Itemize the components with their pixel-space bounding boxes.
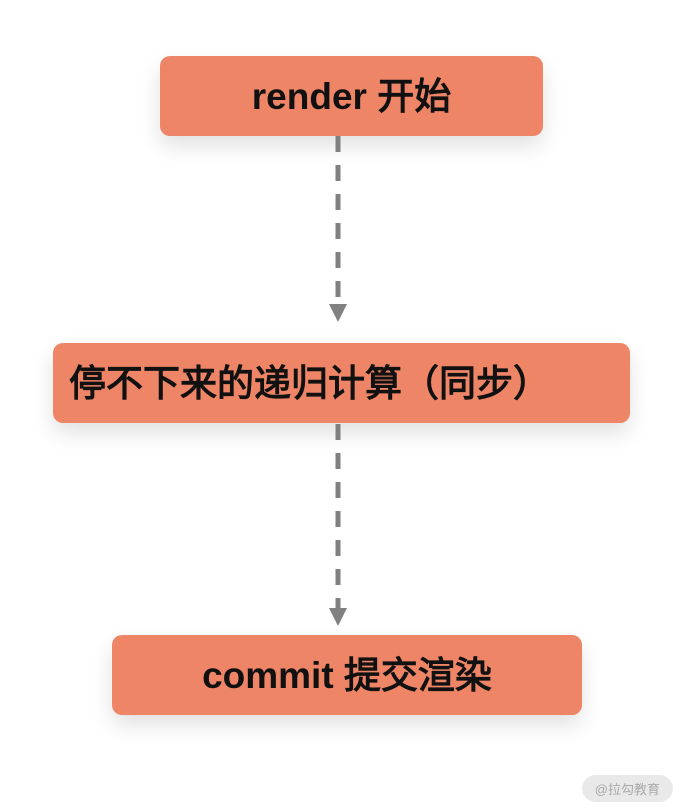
- step-label-render-start: render 开始: [251, 75, 452, 117]
- dashed-arrow-2-head: [329, 608, 347, 626]
- step-box-recursive-calc: 停不下来的递归计算（同步）: [53, 343, 630, 423]
- watermark-text: @拉勾教育: [594, 782, 660, 797]
- step-label-recursive-calc: 停不下来的递归计算（同步）: [69, 362, 550, 404]
- step-label-commit: commit 提交渲染: [202, 654, 492, 696]
- dashed-arrow-1-head: [329, 304, 347, 322]
- watermark-badge: @拉勾教育: [581, 775, 673, 802]
- step-box-commit: commit 提交渲染: [112, 635, 582, 715]
- dashed-arrow-2: [329, 424, 347, 626]
- dashed-arrow-1: [329, 136, 347, 322]
- step-box-render-start: render 开始: [160, 56, 543, 136]
